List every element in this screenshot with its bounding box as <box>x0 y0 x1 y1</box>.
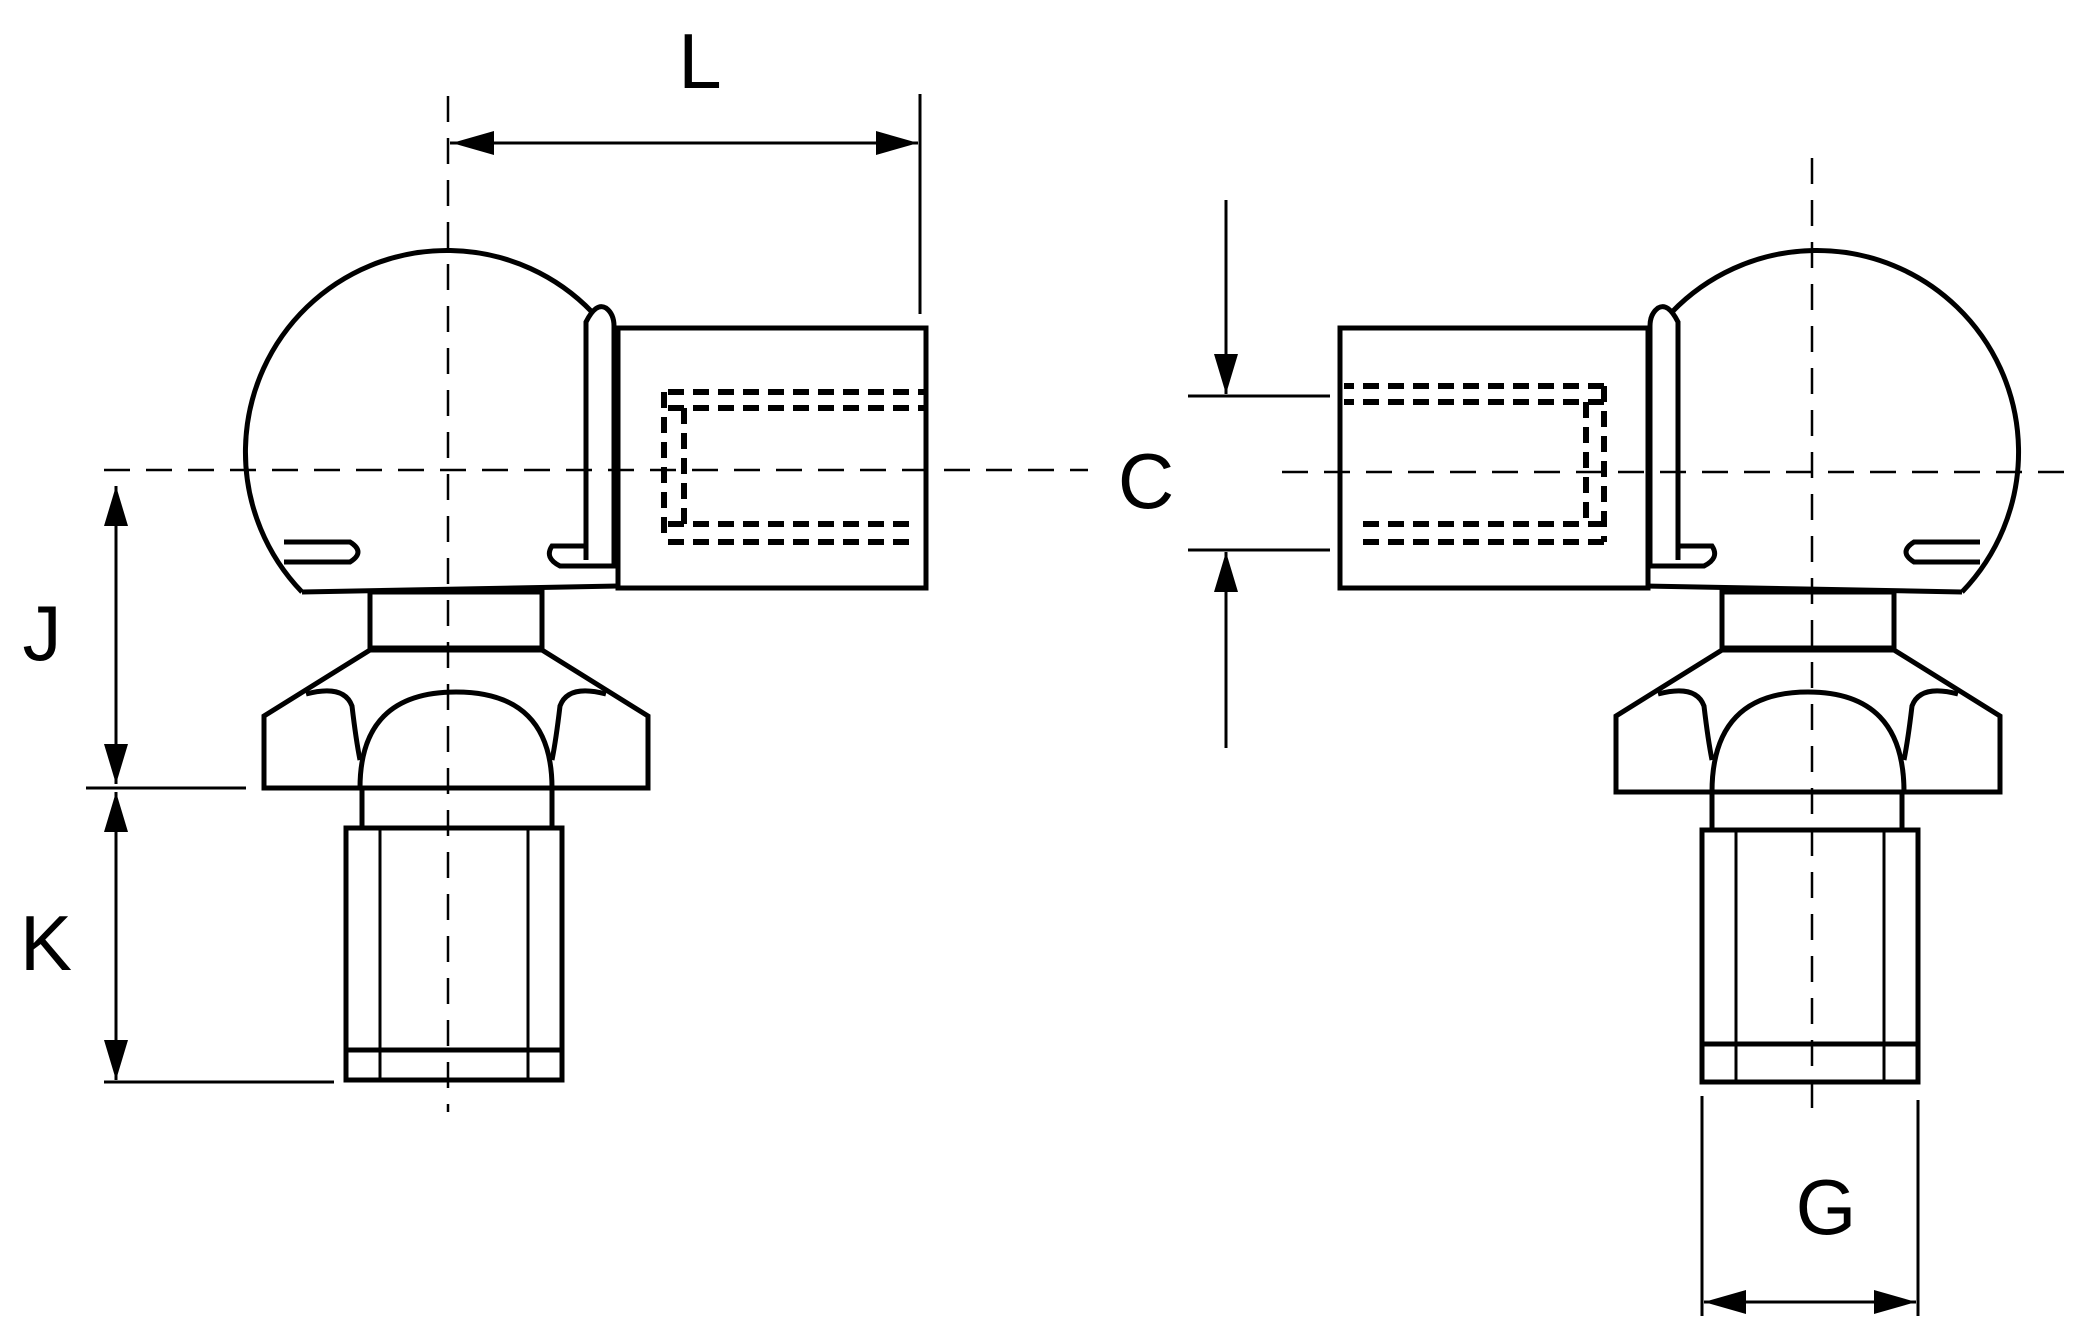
dimension-l: L <box>450 17 922 314</box>
right-retaining-clip <box>1647 304 1718 569</box>
left-nut-chamfer-left <box>305 688 363 761</box>
right-ball-base <box>1645 583 1963 595</box>
dimension-label-g: G <box>1796 1163 1857 1251</box>
left-nut-chamfer-right <box>549 688 607 761</box>
dimension-c: C <box>1118 200 1330 748</box>
dimension-j: J <box>23 486 246 790</box>
dimension-k: K <box>20 792 334 1084</box>
left-nut-dome <box>357 689 555 789</box>
left-neck <box>367 589 545 651</box>
center-lines <box>104 96 2074 1120</box>
right-ball-slot <box>1903 539 1980 565</box>
right-hidden-bore <box>1344 383 1607 545</box>
dimension-g: G <box>1700 1096 1920 1316</box>
left-ball-slot <box>284 539 361 565</box>
left-hex-nut <box>261 647 651 791</box>
left-ball-head <box>242 247 594 594</box>
right-threaded-stud <box>1699 827 1921 1085</box>
right-shoulder <box>1709 789 1905 833</box>
right-socket-sleeve <box>1337 325 1651 591</box>
right-hex-nut <box>1613 647 2003 795</box>
left-hidden-bore <box>661 389 924 545</box>
left-ball-joint <box>242 247 929 1083</box>
left-shoulder <box>359 785 555 831</box>
dimension-label-k: K <box>20 899 72 987</box>
left-ball-base <box>301 583 619 595</box>
right-nut-chamfer-left <box>1901 688 1959 761</box>
left-retaining-clip <box>546 304 617 569</box>
dimension-label-j: J <box>23 589 62 677</box>
right-nut-dome <box>1709 689 1907 793</box>
dimension-label-c: C <box>1118 437 1174 525</box>
left-threaded-stud <box>343 825 565 1083</box>
right-neck <box>1719 589 1897 651</box>
right-ball-joint <box>1337 247 2022 1085</box>
right-ball-head <box>1670 247 2022 594</box>
dimension-label-l: L <box>678 17 721 105</box>
right-nut-chamfer-right <box>1657 688 1715 761</box>
